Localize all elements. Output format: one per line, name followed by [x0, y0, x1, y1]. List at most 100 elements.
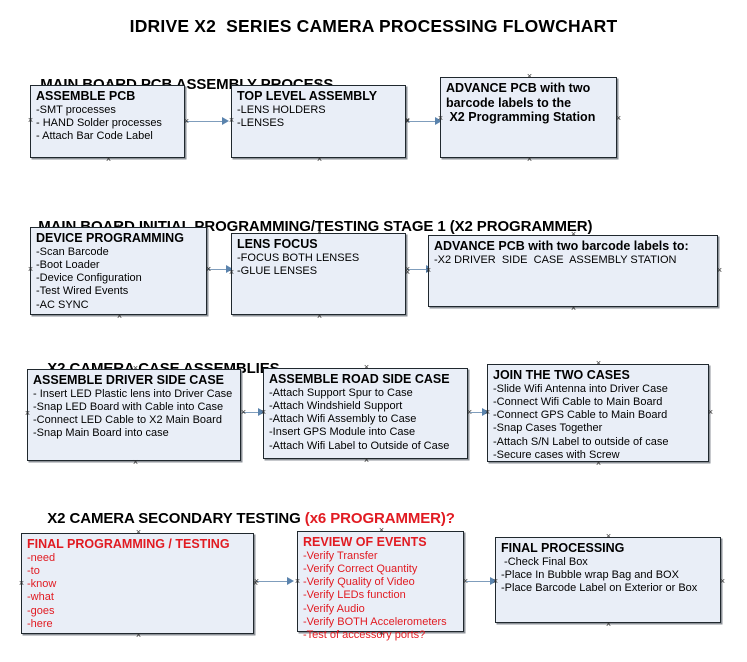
node-line: -Connect LED Cable to X2 Main Board [33, 414, 222, 427]
node-line: -Check Final Box [501, 555, 588, 568]
node-heading: REVIEW OF EVENTS [303, 535, 427, 549]
resize-handle-top[interactable] [363, 364, 370, 371]
resize-handle-right[interactable] [707, 409, 714, 416]
node-assemble-pcb[interactable]: ASSEMBLE PCB -SMT processes - HAND Solde… [30, 85, 185, 158]
node-advance-pcb-driver-side[interactable]: ADVANCE PCB with two barcode labels to: … [428, 235, 718, 307]
node-join-the-two-cases[interactable]: JOIN THE TWO CASES -Slide Wifi Antenna i… [487, 364, 709, 462]
node-line: -here [27, 617, 53, 630]
section-title-accent: (x6 PROGRAMMER)? [304, 510, 455, 527]
resize-handle-bottom[interactable] [526, 156, 533, 163]
node-heading: ASSEMBLE ROAD SIDE CASE [269, 372, 450, 386]
resize-handle-bottom[interactable] [135, 632, 142, 639]
node-line: -GLUE LENSES [237, 264, 318, 277]
connector-4-2 [466, 581, 494, 582]
connector-arrow-1-2 [435, 117, 442, 125]
node-line: -Boot Loader [36, 258, 100, 271]
node-heading: JOIN THE TWO CASES [493, 368, 630, 382]
node-heading-line-2: barcode labels to the [446, 95, 572, 110]
node-line: -Test Wired Events [36, 285, 129, 298]
node-line: -Attach Wifi Label to Outside of Case [269, 439, 450, 452]
page-title: IDRIVE X2 SERIES CAMERA PROCESSING FLOWC… [129, 16, 618, 36]
node-line: -Verify Audio [303, 602, 365, 615]
node-heading: FINAL PROCESSING [501, 541, 625, 555]
node-heading-line-3: X2 Programming Station [446, 110, 596, 124]
node-line: -Device Configuration [36, 272, 142, 285]
node-overflow-line: -Test of accessory ports? [303, 629, 426, 641]
node-line: -X2 DRIVER SIDE CASE ASSEMBLY STATION [434, 253, 677, 266]
resize-handle-bottom[interactable] [316, 313, 323, 320]
connector-arrow-4-1 [287, 577, 294, 585]
resize-handle-bottom[interactable] [363, 457, 370, 464]
resize-handle-top[interactable] [526, 73, 533, 80]
resize-handle-bottom[interactable] [605, 621, 612, 628]
section-title-text: X2 CAMERA SECONDARY TESTING [47, 510, 305, 527]
node-line: -LENSES [237, 116, 285, 129]
resize-handle-bottom[interactable] [105, 156, 112, 163]
node-line: -Place In Bubble wrap Bag and BOX [501, 568, 679, 581]
resize-handle-left[interactable] [228, 117, 235, 124]
node-line: -Snap Main Board into case [33, 427, 169, 440]
node-final-programming-testing[interactable]: FINAL PROGRAMMING / TESTING -need -to -k… [21, 533, 254, 634]
node-line: -AC SYNC [36, 298, 89, 311]
resize-handle-left[interactable] [27, 117, 34, 124]
node-line: - Attach Bar Code Label [36, 130, 153, 143]
connector-2-1 [208, 269, 230, 270]
node-line: -Verify LEDs function [303, 589, 406, 602]
resize-handle-bottom[interactable] [116, 313, 123, 320]
connector-arrow-4-2 [490, 577, 497, 585]
node-lens-focus[interactable]: LENS FOCUS -FOCUS BOTH LENSES -GLUE LENS… [231, 233, 406, 315]
node-line: -Connect Wifi Cable to Main Board [493, 395, 663, 408]
section-title-x2-camera-secondary-testing: X2 CAMERA SECONDARY TESTING (x6 PROGRAMM… [31, 493, 455, 544]
connector-arrow-2-1 [226, 265, 233, 273]
node-line: - HAND Solder processes [36, 116, 162, 129]
node-line: -FOCUS BOTH LENSES [237, 251, 360, 264]
node-final-processing[interactable]: FINAL PROCESSING -Check Final Box -Place… [495, 537, 721, 623]
connector-4-1 [256, 581, 291, 582]
node-line: -LENS HOLDERS [237, 103, 326, 116]
resize-handle-right[interactable] [615, 115, 622, 122]
node-line: -goes [27, 604, 55, 617]
node-line: -Secure cases with Screw [493, 448, 620, 461]
node-heading: ADVANCE PCB with two barcode labels to: [434, 239, 689, 253]
node-heading: ADVANCE PCB with two [446, 81, 591, 95]
node-line: -Scan Barcode [36, 245, 109, 258]
connector-arrow-3-1 [258, 408, 265, 416]
node-line: -know [27, 578, 57, 591]
resize-handle-top[interactable] [595, 360, 602, 367]
node-line: -what [27, 591, 54, 604]
resize-handle-left[interactable] [27, 266, 34, 273]
node-line: -Insert GPS Module into Case [269, 426, 416, 439]
resize-handle-left[interactable] [18, 580, 25, 587]
resize-handle-top[interactable] [605, 533, 612, 540]
connector-3-2 [470, 412, 486, 413]
node-heading: ASSEMBLE PCB [36, 89, 136, 103]
connector-arrow-1-1 [222, 117, 229, 125]
node-assemble-driver-side-case[interactable]: ASSEMBLE DRIVER SIDE CASE - Insert LED P… [27, 369, 241, 461]
node-line: -Attach Wifi Assembly to Case [269, 413, 417, 426]
node-line: - Insert LED Plastic lens into Driver Ca… [33, 387, 233, 400]
node-advance-pcb-programming-station[interactable]: ADVANCE PCB with two barcode labels to t… [440, 77, 617, 158]
node-line: -Attach Support Spur to Case [269, 386, 413, 399]
resize-handle-bottom[interactable] [316, 156, 323, 163]
resize-handle-right[interactable] [719, 578, 726, 585]
resize-handle-right[interactable] [404, 269, 411, 276]
connector-3-1 [243, 412, 262, 413]
node-heading: TOP LEVEL ASSEMBLY [237, 89, 378, 103]
resize-handle-left[interactable] [24, 410, 31, 417]
resize-handle-left[interactable] [294, 578, 301, 585]
resize-handle-bottom[interactable] [132, 459, 139, 466]
node-assemble-road-side-case[interactable]: ASSEMBLE ROAD SIDE CASE -Attach Support … [263, 368, 468, 459]
node-heading: DEVICE PROGRAMMING [36, 231, 184, 245]
node-top-level-assembly[interactable]: TOP LEVEL ASSEMBLY -LENS HOLDERS -LENSES [231, 85, 406, 158]
node-device-programming[interactable]: DEVICE PROGRAMMING -Scan Barcode -Boot L… [30, 227, 207, 315]
resize-handle-right[interactable] [716, 267, 723, 274]
connector-1-2 [407, 121, 440, 122]
resize-handle-bottom[interactable] [570, 305, 577, 312]
node-review-of-events[interactable]: REVIEW OF EVENTS -Verify Transfer -Verif… [294, 531, 464, 641]
node-line: -Slide Wifi Antenna into Driver Case [493, 382, 668, 395]
node-line: -Verify Correct Quantity [303, 562, 418, 575]
node-line: -Attach S/N Label to outside of case [493, 435, 669, 448]
node-line: -need [27, 551, 56, 564]
node-heading: ASSEMBLE DRIVER SIDE CASE [33, 373, 225, 387]
